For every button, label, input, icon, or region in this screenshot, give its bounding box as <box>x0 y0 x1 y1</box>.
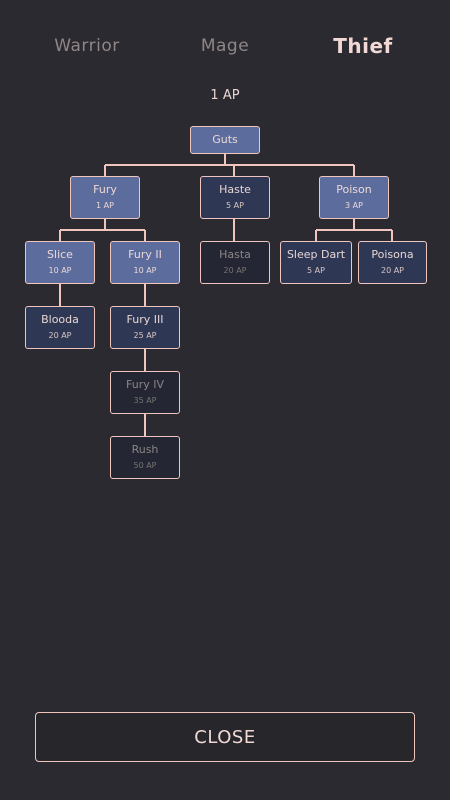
skill-cost: 10 AP <box>133 266 157 275</box>
skill-cost: 1 AP <box>96 201 114 210</box>
skill-name: Sleep Dart <box>286 248 346 261</box>
skill-name: Rush <box>131 443 159 456</box>
skill-node-hasta[interactable]: Hasta 20 AP <box>200 241 270 284</box>
tab-mage[interactable]: Mage <box>200 36 250 56</box>
skill-cost: 20 AP <box>48 331 72 340</box>
skill-name: Hasta <box>219 248 251 261</box>
skill-node-rush[interactable]: Rush 50 AP <box>110 436 180 479</box>
skill-cost: 5 AP <box>307 266 325 275</box>
skill-node-guts[interactable]: Guts <box>190 126 260 154</box>
skill-node-fury-iii[interactable]: Fury III 25 AP <box>110 306 180 349</box>
skill-node-slice[interactable]: Slice 10 AP <box>25 241 95 284</box>
tab-thief[interactable]: Thief <box>333 34 393 58</box>
skill-node-haste[interactable]: Haste 5 AP <box>200 176 270 219</box>
skill-cost: 35 AP <box>133 396 157 405</box>
skill-node-fury[interactable]: Fury 1 AP <box>70 176 140 219</box>
skill-node-blooda[interactable]: Blooda 20 AP <box>25 306 95 349</box>
class-tabs: Warrior Mage Thief <box>0 0 450 80</box>
skill-name: Fury III <box>126 313 164 326</box>
skill-name: Poison <box>336 183 372 196</box>
skill-node-fury-ii[interactable]: Fury II 10 AP <box>110 241 180 284</box>
skill-cost: 20 AP <box>223 266 247 275</box>
close-button[interactable]: CLOSE <box>35 712 415 762</box>
skill-cost: 20 AP <box>380 266 405 275</box>
skill-name: Fury IV <box>126 378 164 391</box>
skill-name: Fury <box>93 183 117 196</box>
skill-name: Blooda <box>41 313 79 326</box>
skill-name: Poisona <box>371 248 414 261</box>
skill-cost: 10 AP <box>48 266 72 275</box>
skill-cost: 3 AP <box>345 201 363 210</box>
skill-name: Slice <box>47 248 73 261</box>
skill-name: Haste <box>219 183 251 196</box>
skill-node-fury-iv[interactable]: Fury IV 35 AP <box>110 371 180 414</box>
skill-cost: 50 AP <box>133 461 157 470</box>
skill-node-poisona[interactable]: Poisona 20 AP <box>358 241 427 284</box>
skill-cost: 25 AP <box>133 331 157 340</box>
tab-warrior[interactable]: Warrior <box>54 36 120 56</box>
skill-name: Guts <box>212 133 238 146</box>
ability-points-counter: 1 AP <box>210 88 240 103</box>
skill-node-poison[interactable]: Poison 3 AP <box>319 176 389 219</box>
skill-name: Fury II <box>128 248 162 261</box>
skill-node-sleep-dart[interactable]: Sleep Dart 5 AP <box>280 241 352 284</box>
skill-cost: 5 AP <box>226 201 244 210</box>
